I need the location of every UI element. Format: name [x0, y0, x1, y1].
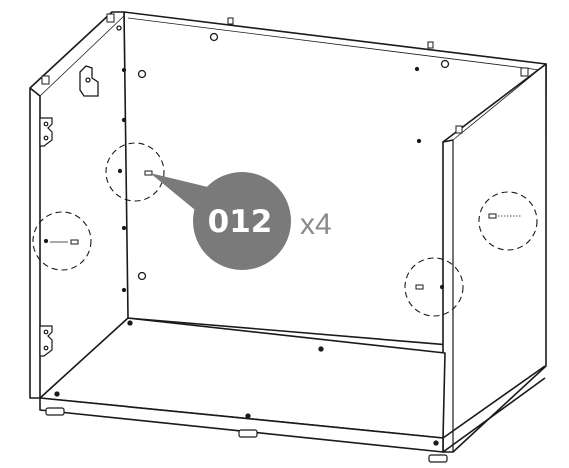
- panel-holes: [54, 25, 450, 446]
- hole: [416, 138, 422, 144]
- highlight-circle: [105, 142, 165, 202]
- highlight-circle: [404, 257, 464, 317]
- dowel-icon: [415, 284, 424, 290]
- hole: [414, 66, 420, 72]
- hinge-plate-upper: [39, 117, 53, 147]
- cam-fitting: [227, 17, 234, 25]
- dowel-markers: [43, 168, 521, 290]
- dowel-hole: [439, 284, 445, 290]
- top-fittings: [41, 13, 529, 134]
- cam-fitting: [106, 13, 115, 23]
- hole: [121, 67, 127, 73]
- hole: [54, 391, 60, 397]
- foot: [428, 454, 448, 463]
- cam-fitting: [455, 125, 463, 134]
- hole: [433, 440, 439, 446]
- cam-fitting: [520, 67, 529, 77]
- dowel-icon: [488, 213, 497, 219]
- hinge-plate-lower: [39, 325, 53, 357]
- part-number-badge: [193, 172, 291, 270]
- dowel-icon: [144, 170, 153, 176]
- hole: [440, 59, 450, 69]
- hole: [121, 117, 127, 123]
- highlight-circles: [32, 142, 538, 317]
- hole: [245, 413, 251, 419]
- part-number-label: 012: [208, 204, 273, 240]
- dowel-icon: [70, 239, 79, 245]
- highlight-circle: [32, 211, 92, 271]
- hole: [121, 287, 127, 293]
- hole: [137, 271, 147, 281]
- hole: [116, 25, 122, 31]
- hole: [209, 32, 219, 42]
- hole: [127, 320, 133, 326]
- cam-fitting: [427, 41, 434, 49]
- hole: [121, 225, 127, 231]
- dowel-hole: [43, 238, 49, 244]
- foot: [238, 429, 258, 438]
- hole: [137, 69, 147, 79]
- cabinet-feet: [45, 407, 448, 463]
- part-callout: 012 x4: [150, 172, 332, 270]
- cam-fitting: [41, 75, 50, 85]
- foot: [45, 407, 65, 416]
- highlight-circle: [478, 191, 538, 251]
- quantity-label: x4: [300, 208, 332, 241]
- dowel-hole: [117, 168, 123, 174]
- hanging-bracket: [79, 65, 99, 97]
- hole: [318, 346, 324, 352]
